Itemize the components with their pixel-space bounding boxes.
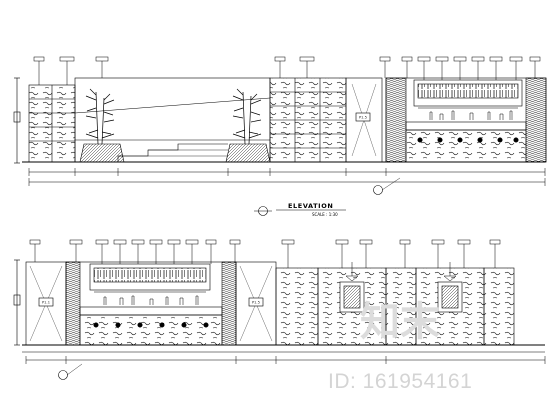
lower-bar-side-panel-left: [65, 261, 81, 346]
lower-elevation: P1.1 P1.5: [13, 239, 546, 380]
upper-steps: [117, 143, 228, 162]
lower-bar-counter-front: [79, 314, 223, 346]
lower-bar-shelf-frame: [89, 263, 211, 291]
upper-room-tag: P1.5: [359, 116, 367, 120]
elevation-title: ELEVATION: [288, 202, 333, 210]
upper-planter-left: [79, 143, 125, 163]
upper-plant-left: [85, 88, 115, 145]
upper-bar-stools: [417, 137, 519, 143]
upper-bar-counter-top: [405, 121, 527, 131]
upper-bar-side-panel-right: [525, 77, 547, 163]
watermark-id: ID: 161954161: [328, 370, 472, 393]
lower-stone-column-mid: [385, 267, 417, 346]
lower-stone-column: [275, 267, 319, 346]
upper-bar-bottle-rack: [417, 83, 519, 99]
upper-dimension-chain: [28, 168, 546, 186]
upper-bar-side-panel-left: [385, 77, 407, 163]
watermark: 知末 ID: 161954161: [328, 298, 472, 393]
watermark-logo: 知末: [360, 298, 440, 345]
elevation-title-block: ELEVATION SCALE : 1:30: [254, 202, 346, 217]
lower-wall-lamp-left: [345, 262, 359, 282]
lower-callout-tags: [29, 239, 501, 268]
lower-wall-lamp-right: [443, 262, 457, 282]
lower-dimension-chain: [25, 356, 546, 364]
upper-height-dim-text: [13, 111, 21, 123]
upper-callout-tags: [33, 56, 541, 85]
lower-bar-stools: [93, 322, 209, 328]
upper-plant-right: [232, 88, 262, 145]
lower-stone-column-right: [483, 267, 515, 346]
lower-bar-bottle-rack: [93, 267, 207, 283]
elevation-subtitle: SCALE : 1:30: [312, 212, 338, 217]
upper-planter-right: [225, 143, 271, 163]
upper-bar-bottles: [429, 110, 513, 120]
upper-elevation: P1.5: [13, 56, 547, 195]
lower-section-marker: [58, 370, 68, 380]
upper-section-marker: [373, 185, 383, 195]
lower-room-tag-mid: P1.5: [252, 301, 260, 305]
upper-bar-counter-front: [405, 129, 527, 163]
upper-bar-shelf-frame: [413, 79, 523, 107]
lower-room-tag-left: P1.1: [42, 301, 50, 305]
lower-bar-bottles: [103, 295, 199, 305]
lower-bar-side-panel-right: [221, 261, 237, 346]
upper-door-panel: [345, 77, 383, 163]
lower-bar-counter-top: [79, 306, 223, 316]
